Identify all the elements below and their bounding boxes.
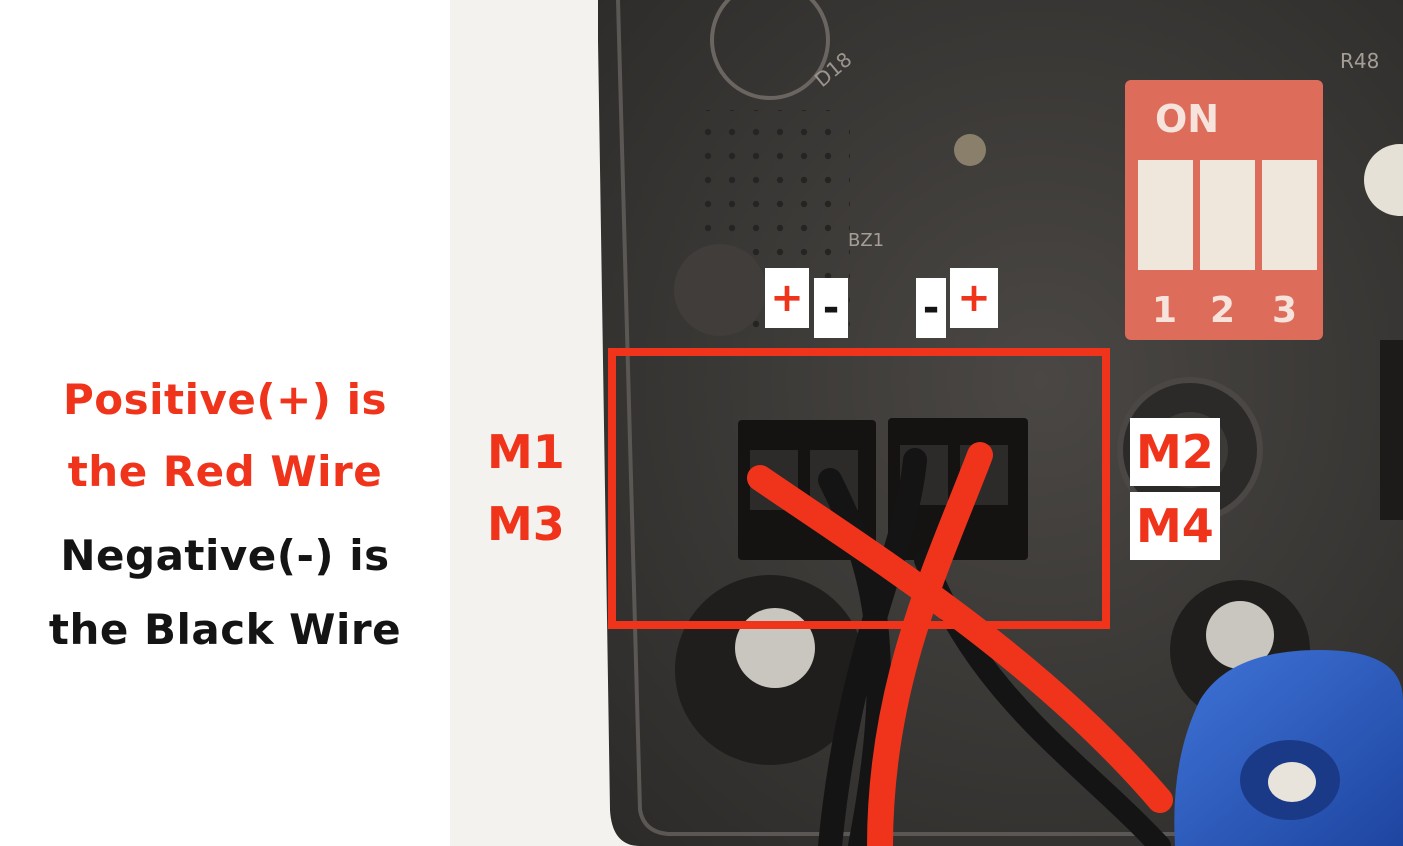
dip-3-label: 3 [1272, 290, 1297, 331]
right-plus-tag: + [950, 268, 998, 328]
red-wire-a [747, 465, 1173, 813]
negative-caption-line1: Negative(-) is [60, 531, 390, 580]
highlight-box [608, 348, 1110, 629]
port-label-m4: M4 [1130, 492, 1220, 560]
led [954, 134, 986, 166]
positive-caption-line2: the Red Wire [67, 447, 383, 496]
negative-caption-line2: the Black Wire [48, 605, 402, 654]
silkscreen-circle [710, 0, 830, 100]
port-label-m3: M3 [487, 497, 565, 551]
capacitor [1364, 144, 1403, 216]
dip-2-label: 2 [1210, 290, 1235, 331]
port-label-m2: M2 [1130, 418, 1220, 486]
positive-caption-line1: Positive(+) is [63, 375, 387, 424]
label-bz1: BZ1 [848, 230, 884, 251]
dip-1-label: 1 [1152, 290, 1177, 331]
left-minus-tag: - [814, 278, 848, 338]
dip-on-label: ON [1155, 97, 1219, 141]
black-wire-b [818, 448, 927, 846]
label-r48: R48 [1340, 49, 1379, 73]
port-label-m1: M1 [487, 425, 565, 479]
right-minus-tag: - [916, 278, 946, 338]
buzzer [674, 244, 766, 336]
left-plus-tag: + [765, 268, 809, 328]
